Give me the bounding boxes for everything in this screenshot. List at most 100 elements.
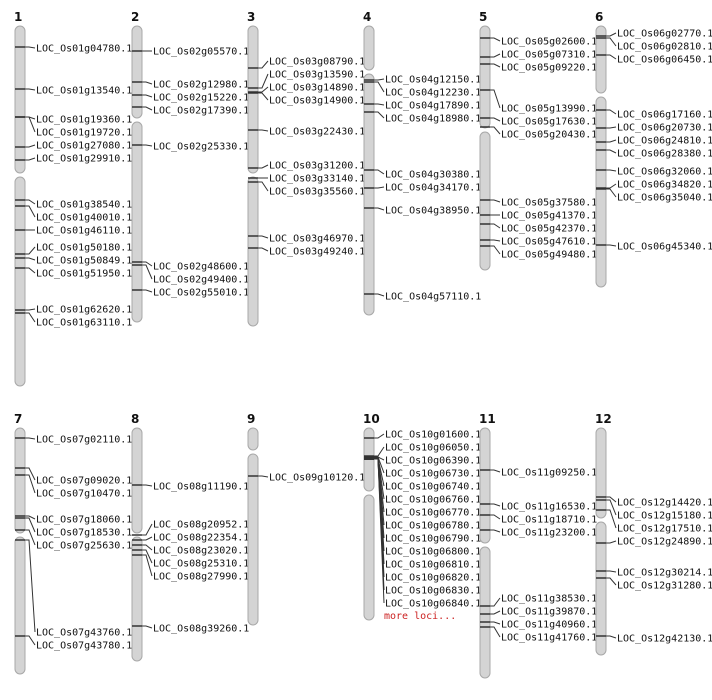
locus-label: LOC_Os04g12150.1 bbox=[385, 75, 481, 86]
locus-label: LOC_Os10g06390.1 bbox=[385, 456, 481, 467]
locus-connector bbox=[25, 199, 36, 205]
locus-label: LOC_Os10g06830.1 bbox=[385, 586, 481, 597]
locus-connector bbox=[142, 106, 153, 111]
locus-connector bbox=[25, 308, 36, 311]
locus-connector bbox=[258, 475, 269, 478]
locus-label: LOC_Os10g06780.1 bbox=[385, 521, 481, 532]
locus-connector bbox=[258, 164, 269, 169]
locus-label: LOC_Os12g30214.1 bbox=[617, 568, 712, 579]
locus-label: LOC_Os11g41760.1 bbox=[501, 633, 597, 644]
locus-label: LOC_Os07g02110.1 bbox=[36, 435, 132, 446]
locus-label: LOC_Os10g01600.1 bbox=[385, 430, 481, 441]
locus-connector bbox=[258, 247, 269, 252]
locus-label: LOC_Os08g27990.1 bbox=[153, 572, 249, 583]
locus-label: LOC_Os03g35560.1 bbox=[269, 187, 365, 198]
locus-connector bbox=[374, 207, 385, 211]
locus-label: LOC_Os06g45340.1 bbox=[617, 242, 712, 253]
chromosome-11: 11LOC_Os11g09250.1LOC_Os11g16530.1LOC_Os… bbox=[479, 412, 597, 679]
locus-label: LOC_Os07g43780.1 bbox=[36, 641, 132, 652]
locus-connector bbox=[142, 554, 153, 577]
locus-label: LOC_Os01g51950.1 bbox=[36, 269, 132, 280]
chromosome-arm-short bbox=[363, 25, 375, 71]
locus-label: LOC_Os10g06740.1 bbox=[385, 482, 481, 493]
chromosome-arm-short bbox=[14, 25, 26, 174]
locus-connector bbox=[490, 597, 501, 607]
locus-connector bbox=[606, 183, 617, 189]
locus-label: LOC_Os10g06790.1 bbox=[385, 534, 481, 545]
chromosome-arm-long bbox=[14, 536, 26, 675]
chromosome-arm-short bbox=[595, 25, 607, 94]
locus-connector bbox=[142, 94, 153, 98]
locus-label: LOC_Os06g34820.1 bbox=[617, 180, 712, 191]
chromosome-number: 2 bbox=[131, 10, 139, 24]
locus-label: LOC_Os12g15180.1 bbox=[617, 511, 712, 522]
chromosome-arm-short bbox=[131, 427, 143, 534]
locus-label: LOC_Os04g30380.1 bbox=[385, 170, 481, 181]
locus-label: LOC_Os01g29910.1 bbox=[36, 154, 132, 165]
locus-connector bbox=[258, 73, 269, 89]
locus-connector bbox=[25, 144, 36, 148]
locus-label: LOC_Os05g49480.1 bbox=[501, 250, 597, 261]
locus-label: LOC_Os01g46110.1 bbox=[36, 226, 132, 237]
locus-connector bbox=[25, 246, 36, 255]
chromosome-arm-short bbox=[247, 25, 259, 174]
locus-label: LOC_Os02g12980.1 bbox=[153, 80, 249, 91]
locus-label: LOC_Os06g20730.1 bbox=[617, 123, 712, 134]
locus-connector bbox=[490, 223, 501, 229]
locus-label: LOC_Os03g14890.1 bbox=[269, 83, 365, 94]
locus-connector bbox=[25, 46, 36, 49]
locus-connector bbox=[606, 496, 617, 503]
locus-label: LOC_Os04g34170.1 bbox=[385, 183, 481, 194]
locus-label: LOC_Os08g39260.1 bbox=[153, 624, 249, 635]
locus-connector bbox=[25, 88, 36, 91]
locus-label: LOC_Os12g31280.1 bbox=[617, 581, 712, 592]
chromosome-4: 4LOC_Os04g12150.1LOC_Os04g12230.1LOC_Os0… bbox=[363, 10, 481, 316]
locus-label: LOC_Os09g10120.1 bbox=[269, 473, 365, 484]
locus-label: LOC_Os11g38530.1 bbox=[501, 594, 597, 605]
locus-connector bbox=[606, 570, 617, 573]
locus-connector bbox=[374, 457, 385, 526]
locus-label: LOC_Os05g41370.1 bbox=[501, 211, 597, 222]
chromosome-arm-long bbox=[363, 73, 375, 316]
locus-connector bbox=[25, 205, 36, 218]
locus-connector bbox=[606, 139, 617, 143]
locus-label: LOC_Os02g15220.1 bbox=[153, 93, 249, 104]
locus-connector bbox=[606, 37, 617, 47]
locus-label: LOC_Os02g49400.1 bbox=[153, 275, 249, 286]
locus-connector bbox=[606, 54, 617, 60]
locus-connector bbox=[25, 312, 36, 323]
locus-connector bbox=[490, 239, 501, 242]
locus-label: LOC_Os05g07310.1 bbox=[501, 50, 597, 61]
chromosome-arm-short bbox=[479, 427, 491, 544]
locus-connector bbox=[606, 109, 617, 115]
locus-connector bbox=[374, 446, 385, 457]
chromosome-6: 6LOC_Os06g02770.1LOC_Os06g02810.1LOC_Os0… bbox=[595, 10, 712, 288]
locus-label: LOC_Os01g27080.1 bbox=[36, 141, 132, 152]
chromosome-10: 10LOC_Os10g01600.1LOC_Os10g06050.1LOC_Os… bbox=[363, 412, 481, 622]
locus-connector bbox=[25, 635, 36, 646]
locus-label: LOC_Os02g05570.1 bbox=[153, 47, 249, 58]
locus-connector bbox=[374, 456, 385, 474]
chromosome-number: 9 bbox=[247, 412, 255, 426]
locus-connector bbox=[25, 517, 36, 533]
locus-connector bbox=[606, 126, 617, 129]
locus-label: LOC_Os11g16530.1 bbox=[501, 502, 597, 513]
locus-connector bbox=[374, 433, 385, 439]
locus-label: LOC_Os07g25630.1 bbox=[36, 541, 132, 552]
more-loci-link[interactable]: more loci... bbox=[384, 611, 456, 622]
locus-label: LOC_Os06g02810.1 bbox=[617, 42, 712, 53]
locus-connector bbox=[25, 467, 36, 481]
locus-connector bbox=[25, 539, 36, 633]
chromosome-arm-long bbox=[131, 536, 143, 662]
locus-label: LOC_Os01g50180.1 bbox=[36, 243, 132, 254]
chromosome-number: 11 bbox=[479, 412, 496, 426]
locus-connector bbox=[490, 621, 501, 625]
locus-label: LOC_Os04g38950.1 bbox=[385, 206, 481, 217]
locus-connector bbox=[258, 129, 269, 132]
chromosome-number: 3 bbox=[247, 10, 255, 24]
locus-label: LOC_Os05g47610.1 bbox=[501, 237, 597, 248]
locus-connector bbox=[25, 515, 36, 520]
chromosome-5: 5LOC_Os05g02600.1LOC_Os05g07310.1LOC_Os0… bbox=[479, 10, 597, 271]
locus-connector bbox=[25, 257, 36, 261]
